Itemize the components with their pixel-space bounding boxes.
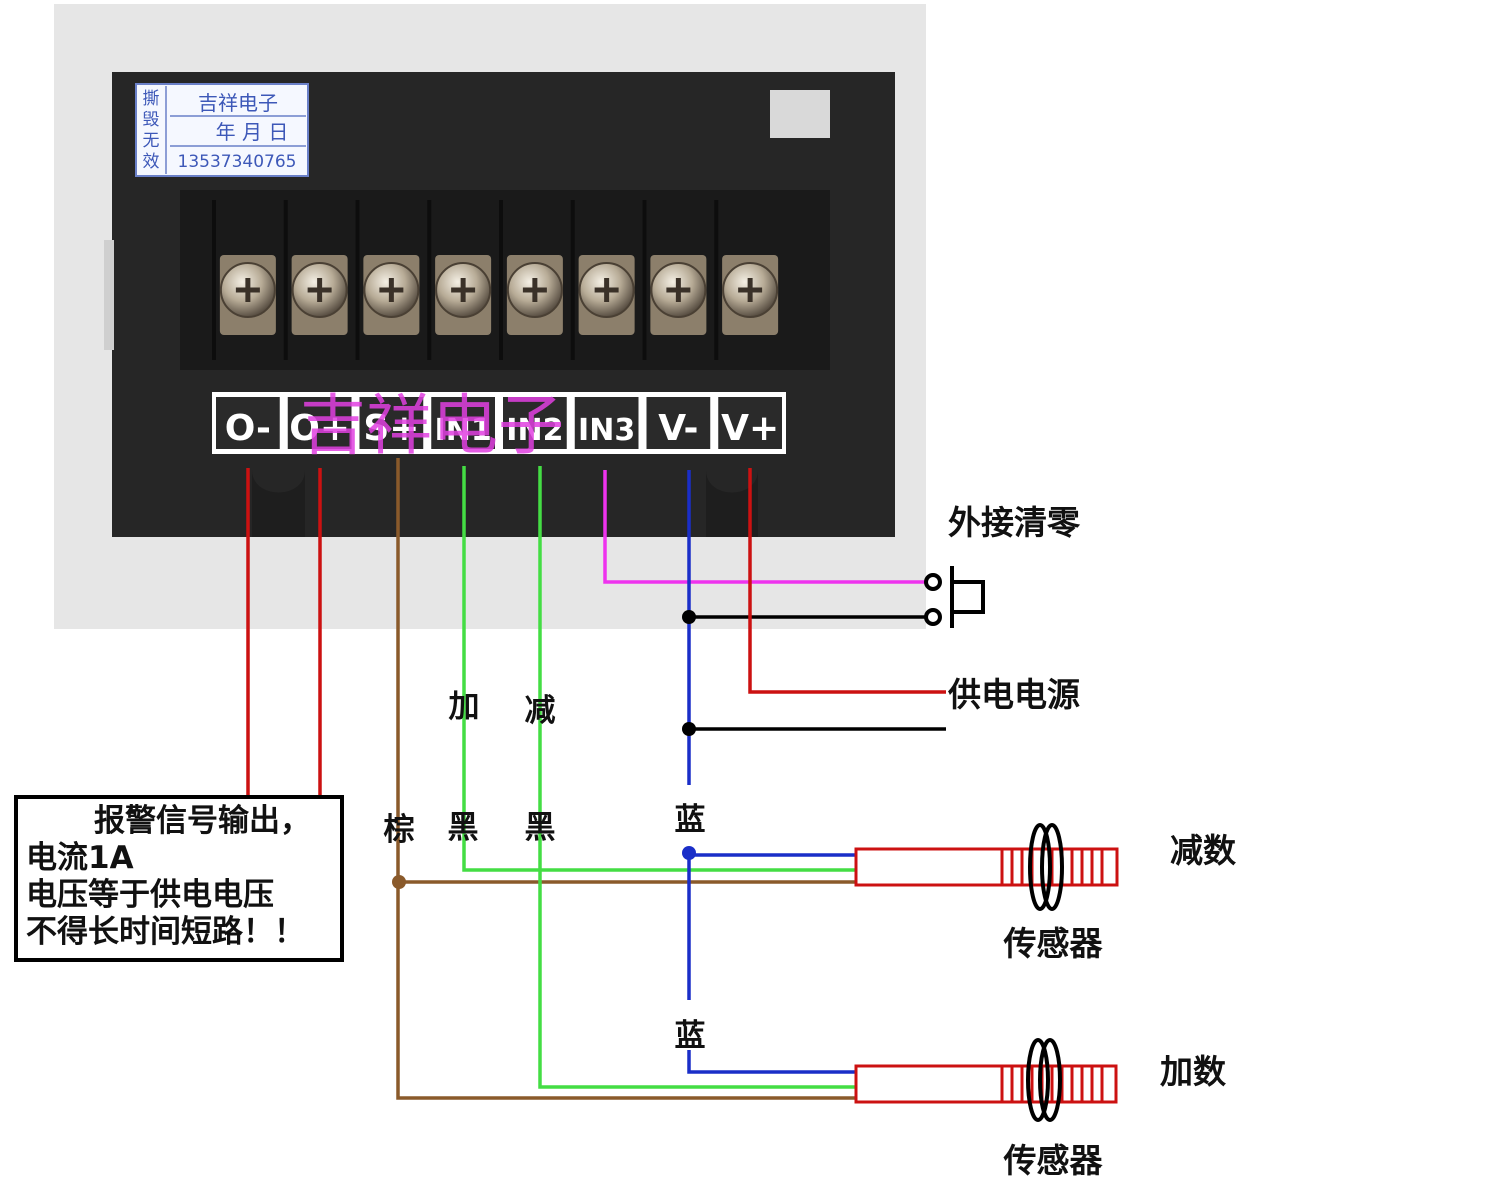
reset-button-symbol (924, 566, 985, 628)
sensor-decrement (854, 823, 1119, 911)
junction-dot (392, 875, 406, 889)
label-brown: 棕 (384, 812, 415, 848)
label-subtract: 减 (525, 693, 556, 729)
brand-sticker: 撕 毁 无 效 吉祥电子 年 月 日 13537340765 (135, 83, 309, 177)
sticker-brand: 吉祥电子 (198, 91, 278, 115)
terminal-screw (363, 255, 420, 335)
terminal-divider (427, 200, 432, 360)
junction-dot (682, 722, 696, 736)
wire-blue-sensor2 (687, 1050, 858, 1074)
label-power-supply: 供电电源 (948, 675, 1080, 714)
terminal-screw (435, 255, 492, 335)
label-external-reset: 外接清零 (948, 503, 1081, 542)
label-sensor-2: 传感器 (1003, 1141, 1104, 1180)
terminal-divider (499, 200, 503, 360)
terminal-divider (642, 200, 647, 360)
label-black-2: 黑 (525, 810, 556, 846)
terminal-screw (291, 255, 348, 335)
label-sensor-1: 传感器 (1003, 924, 1104, 963)
note-line-1: 报警信号输出， (94, 803, 311, 839)
wire-magenta-in3 (603, 470, 930, 584)
sticker-seal-char-2: 毁 (143, 110, 160, 130)
label-blue-1: 蓝 (675, 802, 706, 838)
label-increment-count: 加数 (1160, 1052, 1227, 1091)
note-line-2: 电流1A (26, 840, 134, 876)
terminal-label-vplus: V+ (721, 408, 779, 449)
terminal-label-in2: IN2 (506, 413, 563, 448)
terminal-label-cell (646, 397, 711, 449)
terminal-divider (570, 200, 575, 360)
label-black-1: 黑 (448, 810, 479, 846)
terminal-label-ominus: O- (225, 408, 271, 449)
sensor-increment (854, 1038, 1118, 1122)
terminal-block: O- O+ S+ IN1 IN2 IN3 V- V+ (180, 190, 830, 454)
wire-green-in1 (462, 466, 858, 872)
note-line-3: 电压等于供电电压 (26, 877, 274, 913)
terminal-label-cell (718, 397, 782, 449)
terminal-label-cell (503, 397, 567, 449)
sticker-date: 年 月 日 (216, 120, 289, 144)
sticker-seal-char-4: 效 (143, 152, 160, 172)
wire-green-in2 (538, 466, 858, 1089)
terminal-screw (506, 255, 563, 335)
terminal-label-splus: S+ (363, 408, 419, 449)
terminal-divider (355, 200, 360, 360)
sticker-phone: 13537340765 (178, 152, 297, 172)
terminal-divider (212, 200, 216, 360)
terminal-label-in1: IN1 (435, 413, 492, 448)
terminal-screw (578, 255, 635, 335)
terminal-label-cell (574, 397, 639, 449)
label-blue-2: 蓝 (675, 1018, 706, 1054)
terminal-divider (283, 200, 288, 360)
terminal-label-cell (287, 397, 352, 449)
junction-dot (682, 610, 696, 624)
terminal-label-oplus: O+ (289, 408, 350, 449)
wire-brown-s-plus (396, 458, 858, 1100)
terminal-label-cell (431, 397, 495, 449)
sticker-seal-char-3: 无 (143, 131, 160, 151)
terminal-screw (722, 255, 779, 335)
terminal-screw (219, 255, 276, 335)
terminal-label-cell (359, 397, 424, 449)
terminal-screw (650, 255, 707, 335)
label-decrement-count: 减数 (1170, 831, 1237, 870)
terminal-label-in3: IN3 (578, 413, 635, 448)
junction-dot (682, 846, 696, 860)
watermark: 吉祥电子 (300, 387, 564, 464)
note-line-4: 不得长时间短路！！ (26, 914, 305, 950)
terminal-divider (714, 200, 719, 360)
wire-red-v-plus (748, 468, 946, 694)
terminal-label-cell (216, 397, 280, 449)
alarm-output-note: 报警信号输出， 电流1A 电压等于供电电压 不得长时间短路！！ (14, 795, 344, 962)
sticker-seal-char-1: 撕 (143, 89, 160, 109)
terminal-label-vminus: V- (658, 408, 698, 449)
label-add: 加 (449, 689, 480, 725)
